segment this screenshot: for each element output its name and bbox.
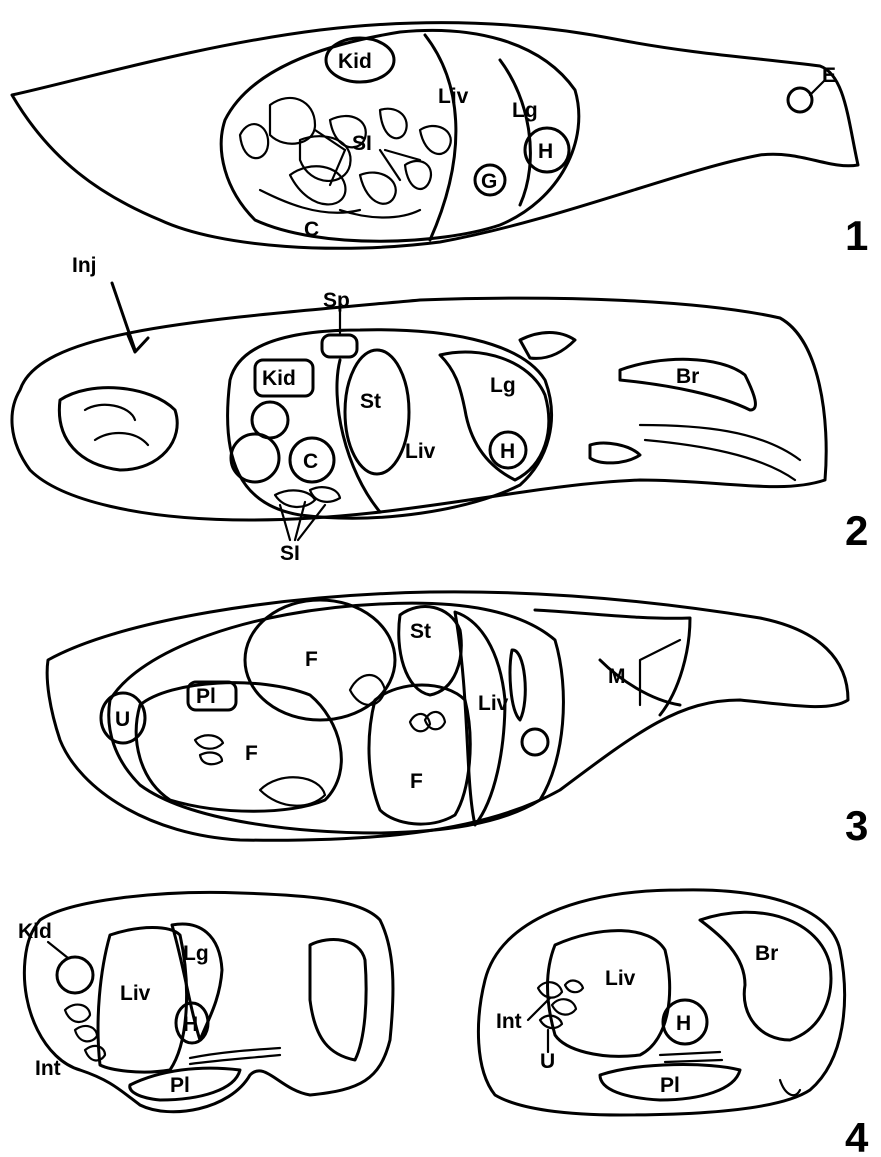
- panel-3: F St Pl Liv M U F F 3: [47, 592, 868, 849]
- panel-3-heart-organ: [510, 650, 525, 720]
- panel-2-injection-arrow: [112, 283, 148, 352]
- panel-4-left-label-int: Int: [35, 1057, 61, 1080]
- panel-3-label-st: St: [410, 620, 431, 643]
- panel-3-label-u: U: [115, 708, 130, 731]
- panel-2-lower-organ: [590, 443, 640, 463]
- panel-4-left-label-h: H: [183, 1013, 198, 1036]
- panel-4-right-pointers: [528, 998, 550, 1052]
- panel-1-label-lg: Lg: [512, 99, 538, 122]
- panel-2-tail-gut: [59, 388, 177, 470]
- panel-2-label-liv: Liv: [405, 440, 436, 463]
- panel-2-si-pointers: [280, 502, 325, 540]
- panel-4-right-brain: [700, 912, 831, 1040]
- panel-1-intestine-loops: [240, 98, 451, 218]
- panel-2-label-br: Br: [676, 365, 699, 388]
- panel-3-mouth-jaw: [535, 610, 690, 715]
- panel-1-label-liv: Liv: [438, 85, 469, 108]
- panel-1: Kid Liv Lg H G SI C E 1: [12, 23, 868, 259]
- panel-4-right-label-br: Br: [755, 942, 778, 965]
- panel-2-label-inj: Inj: [72, 254, 97, 277]
- panel-3-body-outline: [47, 592, 848, 840]
- panel-4-right-label-liv: Liv: [605, 967, 636, 990]
- panel-3-fat-body-top: [245, 600, 395, 720]
- panel-2-number: 2: [845, 507, 868, 554]
- panel-1-label-e: E: [822, 64, 836, 87]
- panel-4-right-label-pl: Pl: [660, 1074, 680, 1097]
- panel-4-number: 4: [845, 1114, 869, 1157]
- panel-3-fat-left-inner: [260, 777, 325, 805]
- panel-1-body-outline: [12, 23, 858, 249]
- panel-2-label-c: C: [303, 450, 318, 473]
- panel-2-label-si: SI: [280, 542, 300, 565]
- panel-2-small-intestine: [275, 487, 340, 507]
- panel-2-label-kid: Kid: [262, 367, 296, 390]
- panel-3-label-m: M: [608, 665, 626, 688]
- panel-1-label-kid: Kid: [338, 50, 372, 73]
- panel-3-label-f-top: F: [305, 648, 318, 671]
- panel-4-left-body-outline: [24, 892, 393, 1111]
- panel-2: Inj Sp Kid St Lg H Liv C SI Br 2: [12, 254, 868, 565]
- panel-4-right: Liv Br Int H U Pl 4: [478, 890, 869, 1157]
- panel-4-left-label-liv: Liv: [120, 982, 151, 1005]
- panel-1-label-c: C: [304, 218, 319, 241]
- panel-4-left-vessel: [190, 1048, 280, 1064]
- panel-4-left-label-kid: Kid: [18, 920, 52, 943]
- panel-2-loop-a: [252, 402, 288, 438]
- panel-1-eye: [788, 88, 812, 112]
- panel-4-right-vessel: [660, 1052, 722, 1062]
- panel-4-left-kidney: [57, 957, 93, 993]
- panel-2-label-sp: Sp: [323, 289, 350, 312]
- panel-4-left-label-lg: Lg: [183, 942, 209, 965]
- panel-4-right-label-int: Int: [496, 1010, 522, 1033]
- panel-3-label-f-bottom: F: [410, 770, 423, 793]
- panel-4-left-label-pl: Pl: [170, 1074, 190, 1097]
- panel-1-label-g: G: [481, 170, 497, 193]
- panel-4-left: Kid Liv Lg H Int Pl: [18, 892, 393, 1111]
- panel-3-label-liv: Liv: [478, 692, 509, 715]
- panel-4-right-chin: [780, 1080, 800, 1095]
- panel-2-upper-organ: [520, 333, 575, 359]
- panel-4-right-liver: [548, 931, 670, 1057]
- panel-1-label-si: SI: [352, 132, 372, 155]
- panel-3-f-bottom-details: [410, 712, 445, 731]
- panel-2-label-h: H: [500, 440, 515, 463]
- panel-1-number: 1: [845, 212, 868, 259]
- panel-3-fat-top-inner: [350, 675, 385, 705]
- panel-4-right-label-u: U: [540, 1050, 555, 1073]
- panel-3-small-circle: [522, 729, 548, 755]
- panel-2-head-lines: [640, 425, 800, 480]
- panel-4-right-label-h: H: [676, 1012, 691, 1035]
- panel-1-cavity: [221, 30, 579, 241]
- panel-3-label-pl: Pl: [196, 685, 216, 708]
- panel-4-left-kidney-pointer: [48, 942, 68, 958]
- panel-2-label-lg: Lg: [490, 374, 516, 397]
- panel-3-fat-body-left: [136, 683, 341, 812]
- panel-2-loop-b: [231, 434, 279, 482]
- panel-2-liver-boundary: [337, 360, 380, 512]
- panel-3-pl-details: [195, 735, 223, 764]
- panel-1-label-h: H: [538, 140, 553, 163]
- panel-3-label-f-left: F: [245, 742, 258, 765]
- panel-2-spleen: [322, 335, 357, 357]
- panel-2-label-st: St: [360, 390, 381, 413]
- panel-2-tail-gut-inner: [85, 405, 148, 445]
- panel-3-number: 3: [845, 802, 868, 849]
- panel-4-left-head-organ: [310, 940, 366, 1060]
- panel-3-fat-body-bottom: [369, 685, 470, 824]
